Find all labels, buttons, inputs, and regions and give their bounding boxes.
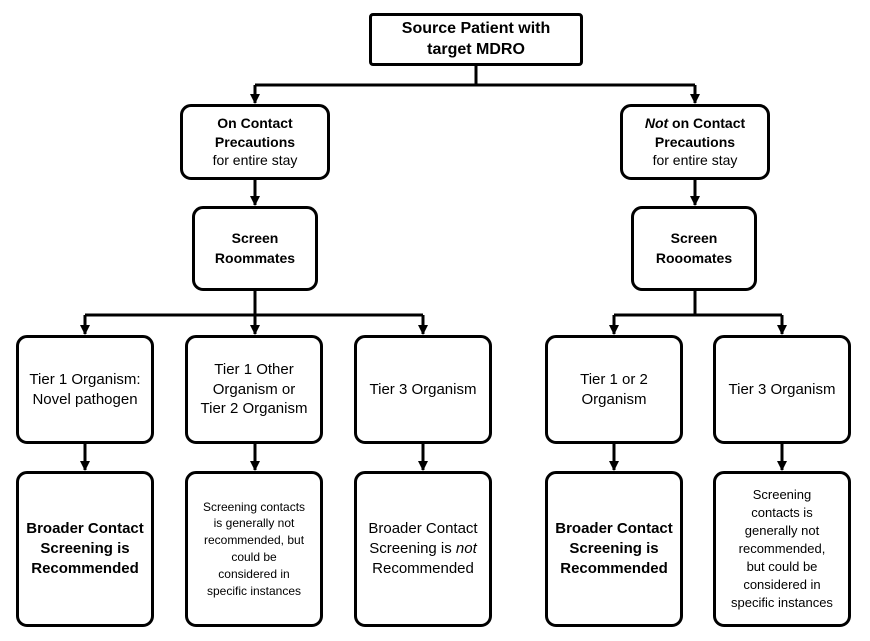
right-tier-b-box: Tier 3 Organism — [713, 335, 851, 444]
left-result-c-box: Broader Contact Screening is not Recomme… — [354, 471, 492, 627]
left-result-a-box: Broader Contact Screening is Recommended — [16, 471, 154, 627]
right-tier-a-line-1: Tier 1 or 2 — [580, 370, 648, 388]
source-line-1: Source Patient with — [401, 19, 551, 37]
left-result-a-line-2: Screening is — [40, 540, 130, 558]
left-screen-line-2: Roommates — [214, 249, 296, 266]
left-result-a-line-3: Recommended — [31, 559, 139, 577]
right-result-b-line-4: recommended, — [738, 541, 826, 557]
left-tier-c-box: Tier 3 Organism — [354, 335, 492, 444]
right-header-line-2: Precautions — [654, 133, 736, 150]
left-result-b-line-3: recommended, but — [203, 533, 305, 548]
right-header-not: Not — [644, 115, 669, 132]
right-result-b-line-7: specific instances — [731, 594, 833, 610]
right-result-b-line-2: contacts is — [751, 505, 813, 521]
right-result-a-box: Broader Contact Screening is Recommended — [545, 471, 683, 627]
left-result-b-line-1: Screening contacts — [202, 499, 306, 514]
left-result-c-line-3: Recommended — [372, 559, 474, 577]
left-result-b-box: Screening contacts is generally not reco… — [185, 471, 323, 627]
right-screen-line-1: Screen — [670, 229, 718, 246]
right-result-b-line-5: but could be — [746, 558, 818, 574]
left-header-line-1: On Contact — [217, 115, 293, 132]
right-result-b-line-6: considered in — [743, 576, 821, 592]
right-header-line-1: on Contact — [668, 115, 746, 132]
right-screen-line-2: Rooomates — [655, 249, 733, 266]
right-result-b-line-1: Screening — [752, 487, 812, 503]
not-on-contact-precautions-box: Not on Contact Precautions for entire st… — [620, 104, 770, 180]
left-screen-roommates-box: Screen Roommates — [192, 206, 318, 291]
right-result-a-line-3: Recommended — [560, 559, 668, 577]
right-tier-a-line-2: Organism — [581, 390, 647, 408]
left-header-line-2: Precautions — [214, 133, 296, 150]
right-tier-b-line-1: Tier 3 Organism — [728, 380, 836, 398]
left-tier-b-line-1: Tier 1 Other — [214, 360, 294, 378]
right-result-a-line-2: Screening is — [569, 540, 659, 558]
right-tier-a-box: Tier 1 or 2 Organism — [545, 335, 683, 444]
left-header-line-3: for entire stay — [212, 152, 298, 169]
left-tier-b-line-2: Organism or — [212, 380, 296, 398]
source-line-2: target MDRO — [427, 40, 525, 58]
left-tier-c-line-1: Tier 3 Organism — [369, 380, 477, 398]
left-result-b-line-5: considered in — [218, 566, 290, 581]
right-screen-roommates-box: Screen Rooomates — [631, 206, 757, 291]
left-result-b-line-2: is generally not — [213, 516, 295, 531]
left-result-c-line-2: Screening is — [369, 540, 456, 558]
left-result-b-line-4: could be — [231, 550, 277, 564]
on-contact-precautions-box: On Contact Precautions for entire stay — [180, 104, 330, 180]
source-patient-box: Source Patient with target MDRO — [369, 13, 583, 66]
left-result-c-not: not — [455, 540, 477, 558]
left-result-c-line-1: Broader Contact — [368, 520, 478, 538]
left-tier-a-box: Tier 1 Organism: Novel pathogen — [16, 335, 154, 444]
left-screen-line-1: Screen — [231, 229, 279, 246]
right-result-b-line-3: generally not — [744, 523, 820, 539]
right-result-b-box: Screening contacts is generally not reco… — [713, 471, 851, 627]
left-tier-b-line-3: Tier 2 Organism — [200, 400, 308, 418]
left-tier-a-line-1: Tier 1 Organism: — [29, 370, 141, 388]
left-result-a-line-1: Broader Contact — [26, 520, 144, 538]
left-tier-b-box: Tier 1 Other Organism or Tier 2 Organism — [185, 335, 323, 444]
right-result-a-line-1: Broader Contact — [555, 520, 673, 538]
left-result-b-line-6: specific instances — [206, 583, 302, 598]
left-tier-a-line-2: Novel pathogen — [32, 390, 138, 408]
right-header-line-3: for entire stay — [652, 152, 738, 169]
